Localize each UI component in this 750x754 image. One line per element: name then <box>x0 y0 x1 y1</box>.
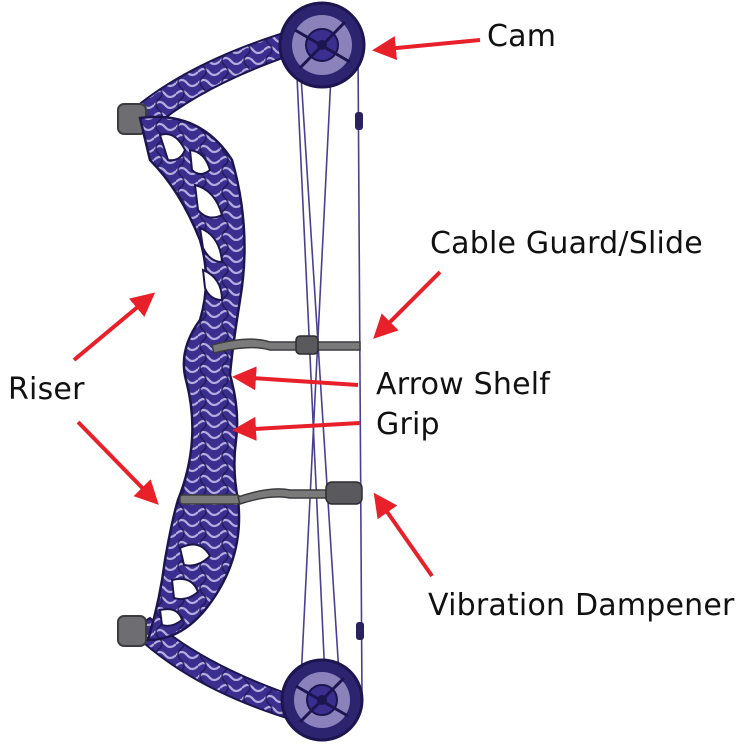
label-vibration-dampener: Vibration Dampener <box>428 588 735 623</box>
label-arrow-shelf: Arrow Shelf <box>376 367 551 402</box>
arrow-to-cam <box>372 36 481 61</box>
arrow-to-vibration-dampener <box>373 492 434 578</box>
label-cable-guard: Cable Guard/Slide <box>430 226 703 261</box>
callout-arrows <box>72 36 481 578</box>
arrow-to-grip <box>232 416 361 441</box>
lower-limb-pocket <box>117 615 147 647</box>
arrow-to-cable-guard <box>373 270 442 339</box>
arrow-to-arrow-shelf <box>232 366 359 391</box>
arrow-to-riser-upper <box>72 292 156 362</box>
cable-3 <box>299 59 341 691</box>
bowstring <box>357 49 363 701</box>
vibration-dampener <box>325 481 363 505</box>
cable-1 <box>295 54 327 701</box>
string-serving-top <box>355 112 363 130</box>
top-cam <box>278 1 366 89</box>
label-cam: Cam <box>487 19 557 54</box>
cable-2 <box>299 54 333 701</box>
riser-cutouts <box>158 133 224 627</box>
cable-guard <box>211 335 361 355</box>
bow-strings <box>295 49 363 701</box>
bottom-cam <box>280 658 364 742</box>
label-riser: Riser <box>8 372 85 407</box>
arrow-to-riser-lower <box>76 420 159 505</box>
vibration-dampener-rod <box>179 481 363 505</box>
label-grip: Grip <box>376 407 440 442</box>
string-serving-bottom <box>356 622 364 640</box>
